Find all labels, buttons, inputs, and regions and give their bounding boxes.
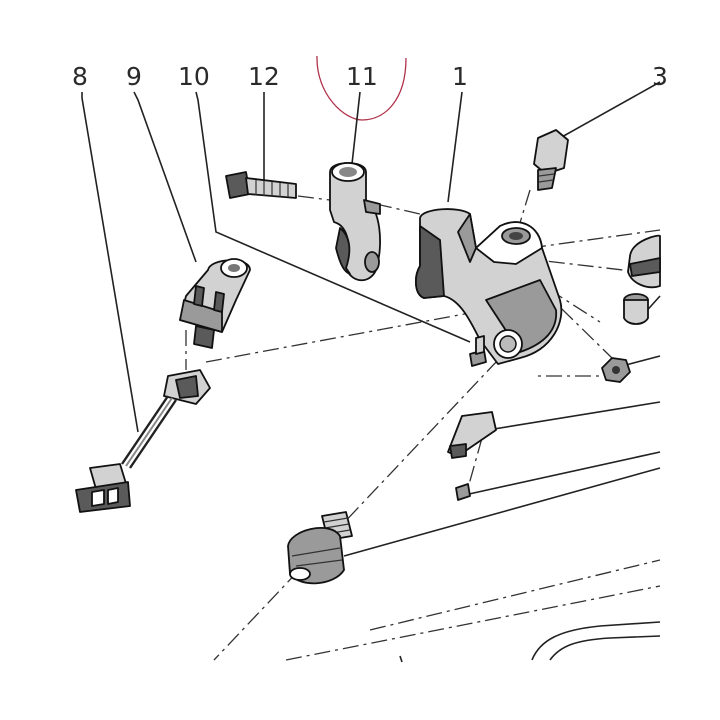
brake-light-switch <box>287 511 353 585</box>
reservoir-parts <box>601 234 661 383</box>
leader-8 <box>81 92 139 433</box>
callout-9: 9 <box>126 62 142 91</box>
leader-9 <box>133 91 197 263</box>
leader-switch <box>343 467 661 557</box>
callout-1: 1 <box>452 62 468 91</box>
clamp-11 <box>329 162 381 282</box>
highlight-arc <box>316 55 407 121</box>
wiring-lead-8 <box>75 369 211 513</box>
callout-3: 3 <box>652 62 668 91</box>
pivot-cap <box>447 411 497 459</box>
handlebar-outline <box>285 559 661 663</box>
callout-10: 10 <box>178 62 210 91</box>
screw-10 <box>469 335 487 367</box>
small-screw <box>455 483 471 501</box>
leader-cap <box>487 401 661 431</box>
screw-12 <box>225 171 297 199</box>
leader-10 <box>195 91 471 343</box>
bolt-3 <box>533 129 569 191</box>
master-body-1 <box>415 208 563 365</box>
leader-11 <box>351 91 361 165</box>
callout-12: 12 <box>248 62 280 91</box>
callout-8: 8 <box>72 62 88 91</box>
leader-screw-small <box>459 451 661 497</box>
switch-9 <box>179 258 251 349</box>
leader-1 <box>447 91 463 203</box>
leader-3 <box>559 81 661 139</box>
leader-lines <box>81 81 661 557</box>
callout-11: 11 <box>346 62 378 91</box>
